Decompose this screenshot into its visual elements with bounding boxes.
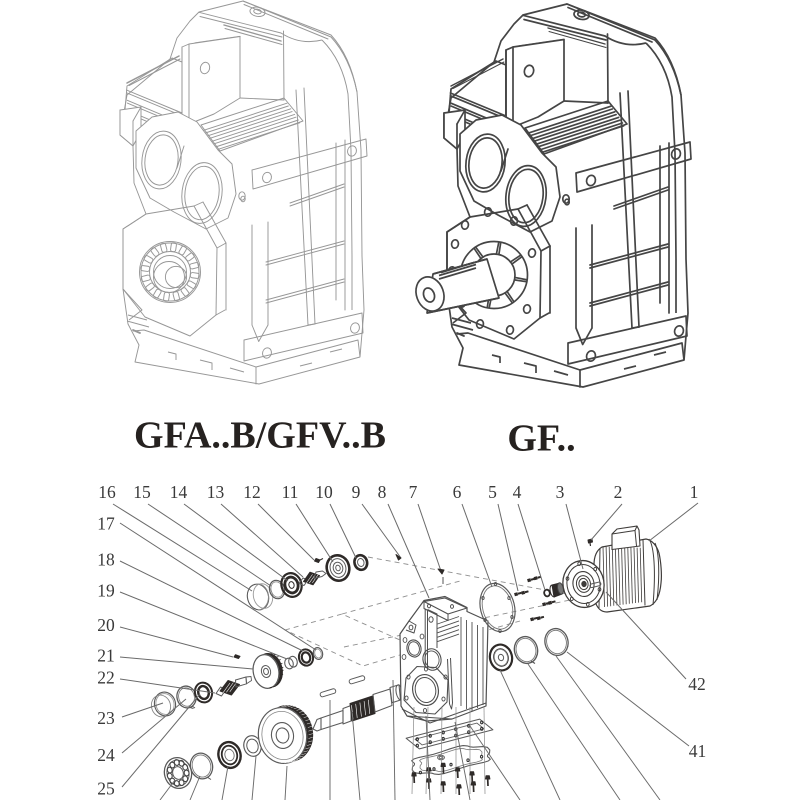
svg-text:GF..: GF..: [507, 418, 575, 460]
svg-text:8: 8: [378, 482, 387, 502]
svg-text:6: 6: [453, 482, 462, 502]
svg-text:13: 13: [207, 482, 225, 502]
svg-text:7: 7: [409, 482, 418, 502]
svg-text:5: 5: [488, 482, 497, 502]
svg-text:2: 2: [614, 482, 623, 502]
svg-text:23: 23: [97, 708, 115, 728]
svg-text:14: 14: [170, 482, 188, 502]
svg-text:20: 20: [97, 615, 115, 635]
svg-text:3: 3: [556, 482, 565, 502]
svg-text:10: 10: [315, 482, 333, 502]
svg-text:9: 9: [352, 482, 361, 502]
svg-text:18: 18: [97, 550, 115, 570]
svg-text:11: 11: [282, 482, 299, 502]
svg-text:15: 15: [133, 482, 151, 502]
svg-text:24: 24: [97, 745, 115, 765]
svg-text:16: 16: [98, 482, 116, 502]
svg-text:12: 12: [243, 482, 261, 502]
svg-text:17: 17: [97, 513, 115, 533]
svg-text:21: 21: [97, 645, 115, 665]
svg-text:25: 25: [97, 779, 115, 799]
svg-text:4: 4: [513, 482, 522, 502]
svg-text:41: 41: [689, 741, 707, 761]
svg-text:22: 22: [97, 667, 115, 687]
svg-text:19: 19: [97, 581, 115, 601]
svg-text:GFA..B/GFV..B: GFA..B/GFV..B: [134, 415, 386, 457]
svg-text:1: 1: [690, 482, 699, 502]
svg-text:42: 42: [688, 674, 706, 694]
